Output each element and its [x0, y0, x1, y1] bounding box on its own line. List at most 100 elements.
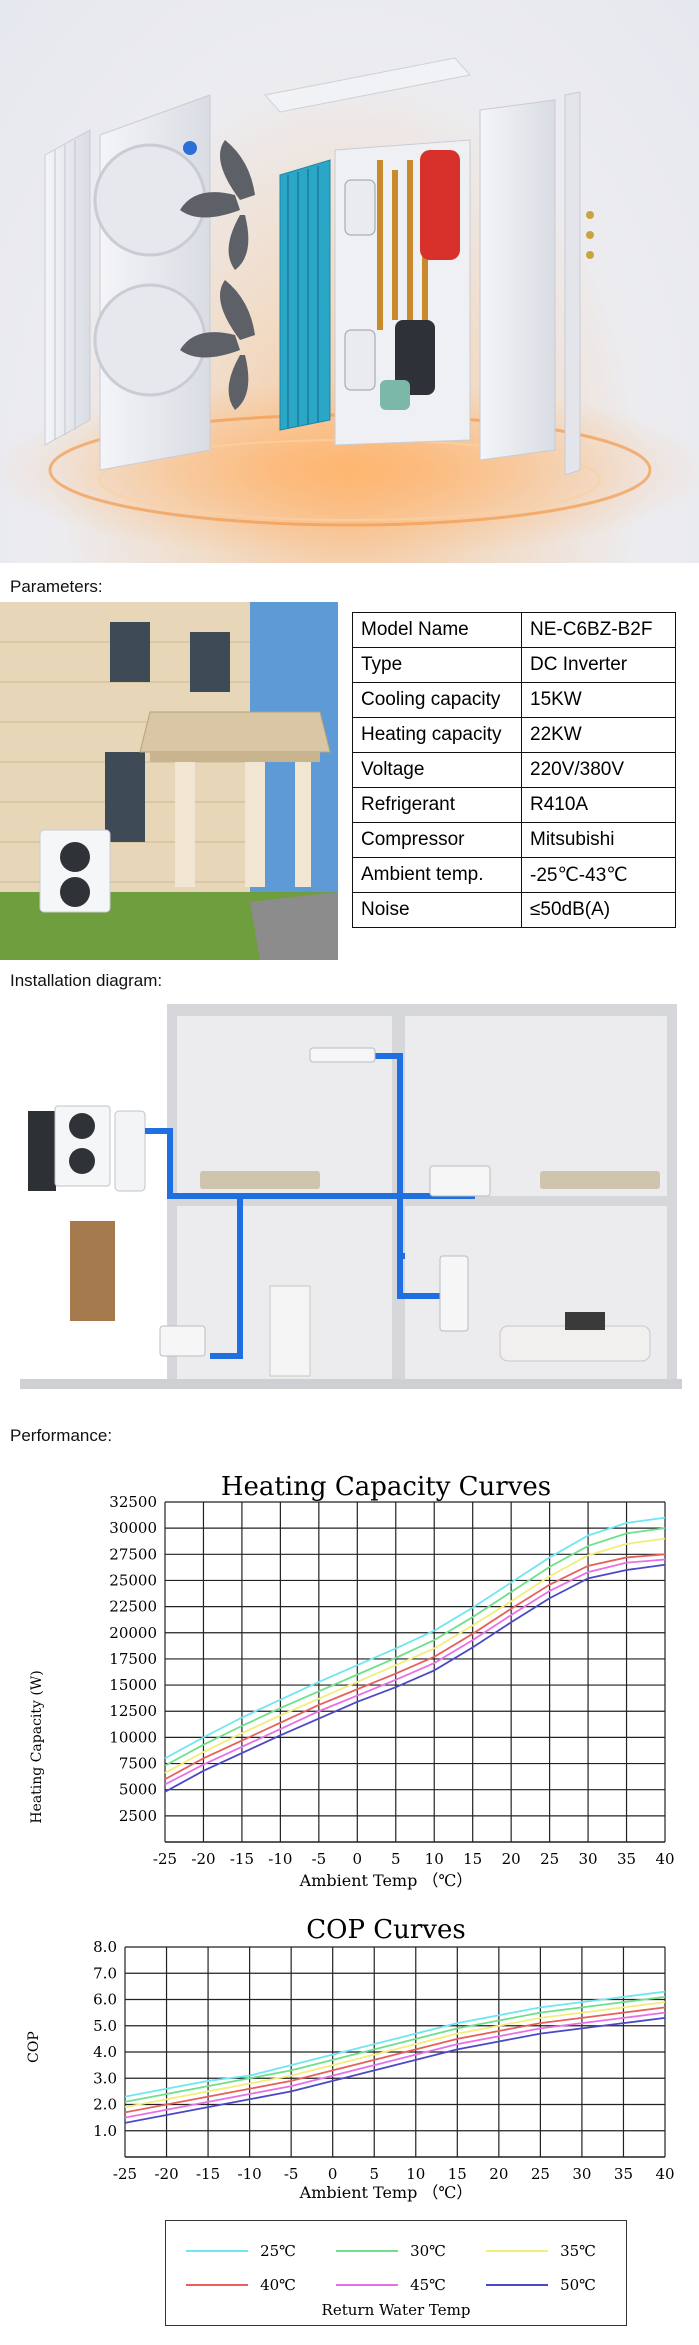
- installation-house-illustration: [20, 1004, 682, 1389]
- y-axis-label: COP: [26, 2031, 42, 2063]
- y-tick-label: 2.0: [93, 2096, 117, 2114]
- param-key: Refrigerant: [352, 787, 522, 823]
- chart-grid: [124, 1946, 666, 2158]
- y-tick-label: 2500: [119, 1807, 157, 1825]
- param-value: ≤50dB(A): [521, 892, 676, 928]
- x-tick-label: 25: [540, 1850, 559, 1868]
- x-tick-label: -5: [312, 1850, 327, 1868]
- y-axis-label: Heating Capacity (W): [29, 1670, 45, 1823]
- x-tick-label: -15: [196, 2165, 220, 2183]
- cop-chart: COP Curves 1.02.03.04.05.06.07.08.0 -25-…: [26, 1915, 675, 2202]
- y-tick-label: 4.0: [93, 2043, 117, 2061]
- series-line: [124, 2006, 666, 2114]
- series-line: [124, 2016, 666, 2124]
- y-tick-label: 30000: [109, 1519, 157, 1537]
- x-tick-label: 35: [614, 2165, 633, 2183]
- y-tick-label: 27500: [109, 1545, 157, 1563]
- series-line: [164, 1537, 666, 1774]
- chart-grid: [164, 1501, 666, 1843]
- x-tick-label: 40: [655, 2165, 674, 2183]
- x-tick-label: 10: [406, 2165, 425, 2183]
- y-tick-label: 3.0: [93, 2069, 117, 2087]
- y-tick-label: 32500: [109, 1493, 157, 1511]
- series-line: [124, 1990, 666, 2098]
- chart-title: Heating Capacity Curves: [221, 1472, 551, 1502]
- legend-label: 40℃: [260, 2276, 296, 2294]
- y-tick-label: 7500: [119, 1755, 157, 1773]
- legend-label: 45℃: [410, 2276, 446, 2294]
- legend-label: 30℃: [410, 2242, 446, 2260]
- x-tick-label: 20: [502, 1850, 521, 1868]
- y-tick-label: 5.0: [93, 2017, 117, 2035]
- y-tick-labels: 1.02.03.04.05.06.07.08.0: [93, 1938, 117, 2140]
- x-tick-label: -20: [191, 1850, 215, 1868]
- x-tick-label: 25: [531, 2165, 550, 2183]
- x-tick-label: -5: [284, 2165, 299, 2183]
- y-tick-label: 12500: [109, 1702, 157, 1720]
- param-value: NE-C6BZ-B2F: [521, 612, 676, 648]
- param-key: Cooling capacity: [352, 682, 522, 718]
- series-line: [124, 2011, 666, 2119]
- x-tick-label: -20: [154, 2165, 178, 2183]
- y-tick-label: 17500: [109, 1650, 157, 1668]
- x-tick-label: 5: [369, 2165, 379, 2183]
- heat-pump-exploded-illustration: [0, 57, 699, 560]
- x-tick-label: -10: [268, 1850, 292, 1868]
- series-line: [164, 1516, 666, 1760]
- parameters-heading: Parameters:: [10, 577, 103, 596]
- table-row: Ambient temp.-25℃-43℃: [352, 857, 676, 893]
- chart-title: COP Curves: [306, 1915, 465, 1945]
- series-line: [124, 1995, 666, 2103]
- performance-heading: Performance:: [10, 1426, 113, 1445]
- y-tick-label: 22500: [109, 1598, 157, 1616]
- param-key: Heating capacity: [352, 717, 522, 753]
- y-tick-label: 20000: [109, 1624, 157, 1642]
- x-tick-label: -25: [113, 2165, 137, 2183]
- x-tick-label: 15: [463, 1850, 482, 1868]
- y-tick-label: 7.0: [93, 1964, 117, 1982]
- legend-label: 35℃: [560, 2242, 596, 2260]
- y-tick-label: 5000: [119, 1781, 157, 1799]
- y-tick-label: 10000: [109, 1728, 157, 1746]
- y-tick-label: 6.0: [93, 1991, 117, 2009]
- param-value: DC Inverter: [521, 647, 676, 683]
- villa-with-heat-pump-illustration: [0, 602, 338, 960]
- param-value: 15KW: [521, 682, 676, 718]
- x-tick-label: 0: [328, 2165, 338, 2183]
- series-lines: [164, 1516, 666, 1793]
- x-axis-label: Ambient Temp （℃）: [299, 1871, 473, 1890]
- series-line: [164, 1527, 666, 1767]
- legend-label: 50℃: [560, 2276, 596, 2294]
- param-value: Mitsubishi: [521, 822, 676, 858]
- param-key: Ambient temp.: [352, 857, 522, 893]
- x-tick-label: 35: [617, 1850, 636, 1868]
- x-tick-label: -25: [153, 1850, 177, 1868]
- y-tick-label: 15000: [109, 1676, 157, 1694]
- legend-label: 25℃: [260, 2242, 296, 2260]
- x-tick-label: -10: [238, 2165, 262, 2183]
- param-key: Noise: [352, 892, 522, 928]
- series-line: [164, 1553, 666, 1781]
- y-tick-labels: 2500 5000 7500 10000 12500 15000 17500 20000 225…: [109, 1493, 157, 1825]
- param-value: -25℃-43℃: [521, 857, 676, 893]
- villa-photo: [0, 602, 338, 960]
- x-tick-label: 40: [655, 1850, 674, 1868]
- param-key: Voltage: [352, 752, 522, 788]
- x-tick-label: 30: [572, 2165, 591, 2183]
- param-value: 220V/380V: [521, 752, 676, 788]
- param-key: Model Name: [352, 612, 522, 648]
- param-value: 22KW: [521, 717, 676, 753]
- y-tick-label: 25000: [109, 1571, 157, 1589]
- x-tick-label: 30: [579, 1850, 598, 1868]
- table-row: Noise≤50dB(A): [352, 892, 676, 928]
